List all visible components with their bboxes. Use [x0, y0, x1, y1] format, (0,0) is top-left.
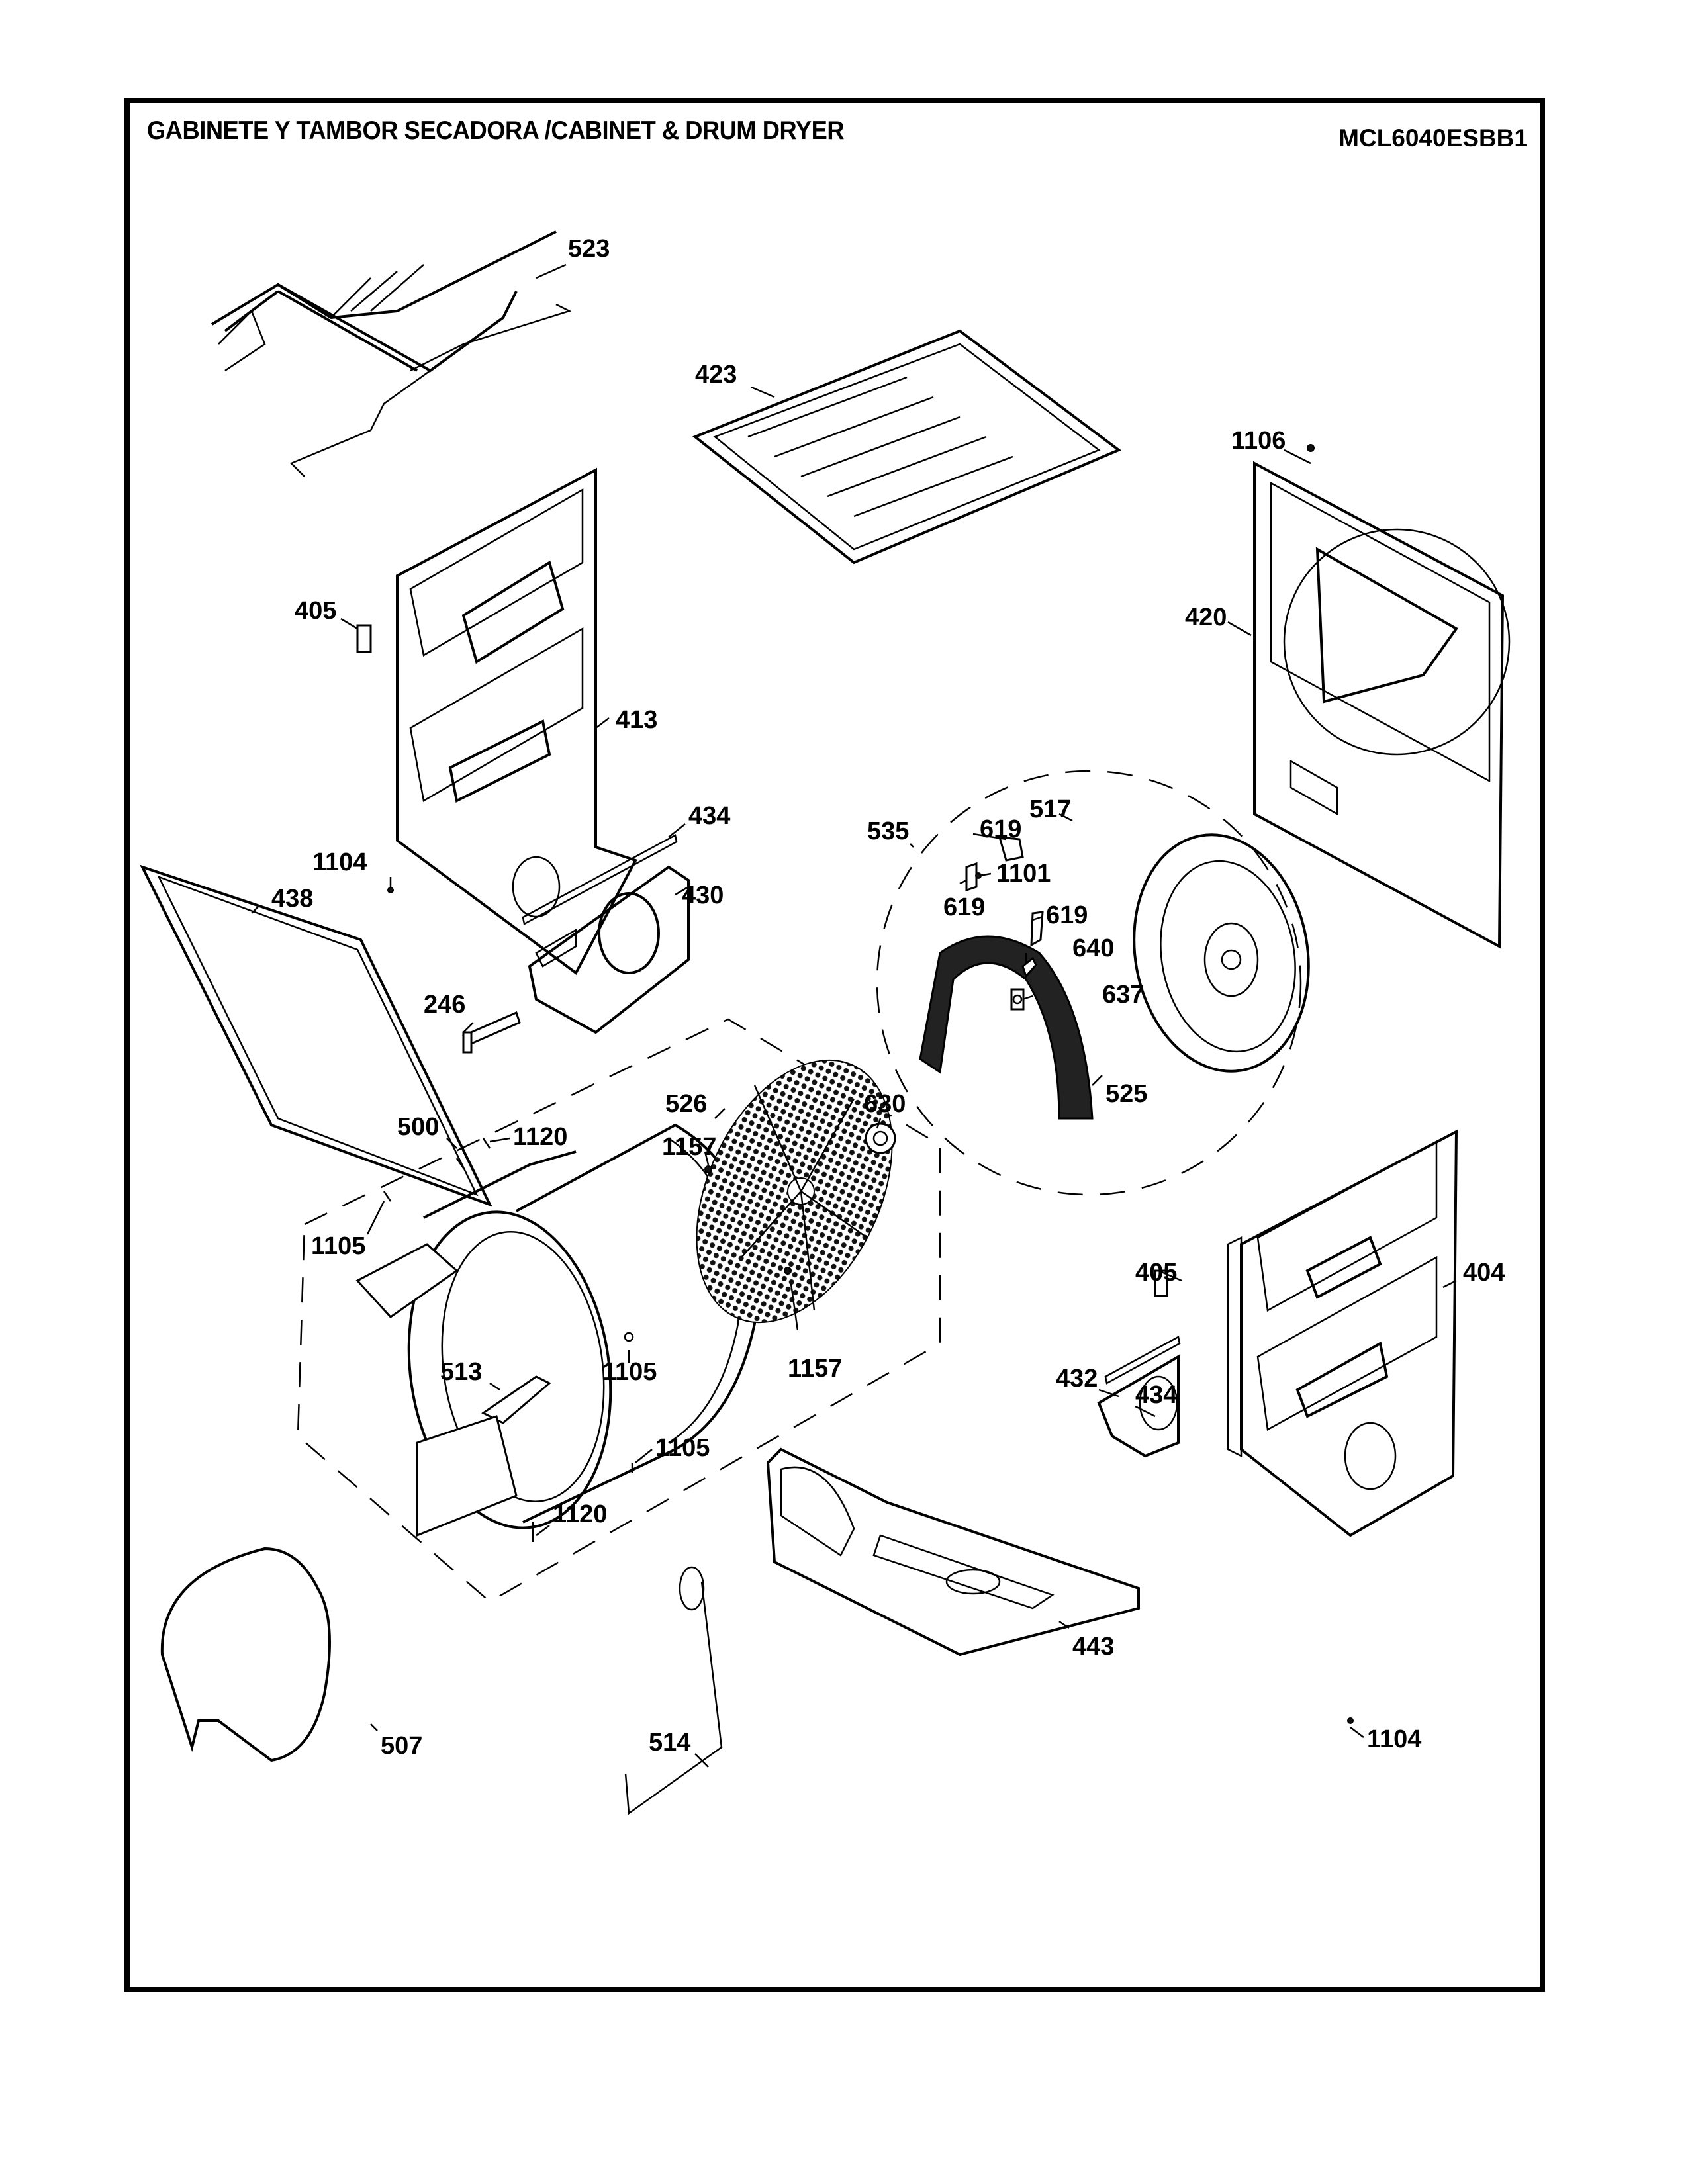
part-535-heater-assembly-boundary [876, 770, 1302, 1196]
callout-500: 500 [397, 1113, 439, 1141]
callout-413: 413 [616, 706, 657, 734]
part-500-drum-assembly-boundary [297, 1018, 941, 1603]
callout-1157-bottom: 1157 [788, 1355, 842, 1383]
part-1105-screw-mid[interactable] [624, 1332, 634, 1342]
callout-517: 517 [1029, 796, 1071, 823]
callout-1104-left: 1104 [312, 848, 367, 876]
callout-637: 637 [1102, 981, 1144, 1009]
part-507-drum-seal[interactable] [160, 1547, 331, 1762]
part-1104-screw-left[interactable] [387, 887, 394, 893]
part-1104-screw-right[interactable] [1347, 1717, 1354, 1724]
part-619-bracket-a[interactable] [998, 836, 1024, 862]
callout-630: 630 [864, 1090, 906, 1118]
callout-1120-top: 1120 [513, 1123, 567, 1151]
part-513-baffle[interactable] [481, 1375, 551, 1424]
callout-514: 514 [649, 1729, 690, 1756]
callout-438: 438 [271, 885, 313, 913]
part-514-drive-belt[interactable] [624, 1566, 723, 1815]
part-434-left-strip[interactable] [522, 834, 678, 925]
part-246-bracket[interactable] [462, 1011, 521, 1054]
part-430-bulkhead[interactable] [528, 865, 690, 1034]
part-405-left-clip[interactable] [356, 624, 372, 653]
part-baffle-bottom[interactable] [416, 1415, 518, 1537]
callout-1105-left: 1105 [311, 1232, 365, 1260]
diagram-title: GABINETE Y TAMBOR SECADORA /CABINET & DR… [147, 116, 845, 145]
callout-619-b: 619 [943, 893, 985, 921]
part-405-right-clip[interactable] [1154, 1269, 1168, 1297]
part-413-left-side-panel[interactable] [396, 467, 637, 975]
callout-513: 513 [440, 1358, 482, 1386]
callout-1120-bottom: 1120 [553, 1500, 607, 1528]
callout-405-right: 405 [1135, 1259, 1177, 1287]
part-434-right-strip[interactable] [1104, 1336, 1181, 1385]
part-1105-screw-left[interactable] [383, 1191, 392, 1202]
callout-420: 420 [1185, 604, 1227, 631]
callout-526: 526 [665, 1090, 707, 1118]
hardware-screws [383, 444, 1354, 1724]
callout-1105-mid: 1105 [602, 1358, 657, 1386]
callout-1105-bottom: 1105 [655, 1434, 710, 1462]
part-423-top-panel[interactable] [692, 329, 1121, 565]
callout-1157-top: 1157 [662, 1133, 716, 1161]
part-1157-screw-bottom[interactable] [784, 1267, 792, 1275]
part-523-wire-harness[interactable] [211, 230, 572, 477]
callout-1101: 1101 [996, 860, 1051, 887]
callout-507: 507 [381, 1732, 422, 1760]
callout-640: 640 [1072, 934, 1114, 962]
part-630-bearing[interactable] [865, 1122, 896, 1154]
diagram-frame [124, 98, 1545, 1992]
callout-430: 430 [682, 882, 724, 909]
part-432-right-bulkhead[interactable] [1097, 1354, 1180, 1458]
leader-lines [251, 263, 1457, 1768]
callout-404: 404 [1463, 1259, 1505, 1287]
callout-246: 246 [424, 991, 465, 1019]
part-637-thermostat[interactable] [1010, 988, 1025, 1011]
callout-423: 423 [695, 361, 737, 388]
part-1120-screw-top[interactable] [482, 1138, 491, 1149]
part-420-rear-panel[interactable] [1253, 461, 1511, 949]
part-526-rear-drum-mesh[interactable] [657, 1029, 931, 1354]
part-438-panel[interactable] [140, 864, 492, 1207]
part-404-right-side-panel[interactable] [1227, 1129, 1458, 1537]
callout-535: 535 [867, 817, 909, 845]
callout-523: 523 [568, 235, 610, 263]
part-443-base[interactable] [766, 1447, 1140, 1657]
model-number: MCL6040ESBB1 [1338, 124, 1528, 152]
part-640-bracket[interactable] [1021, 956, 1037, 978]
callout-525: 525 [1105, 1080, 1147, 1108]
part-517-rear-drum-support[interactable] [1116, 821, 1327, 1085]
callout-1104-right: 1104 [1367, 1725, 1421, 1753]
callout-619-a: 619 [980, 815, 1021, 843]
callout-1106: 1106 [1231, 427, 1286, 455]
part-619-bracket-b[interactable] [965, 862, 978, 892]
callout-434-right: 434 [1135, 1381, 1177, 1409]
part-525-heater-element[interactable] [919, 935, 1094, 1120]
part-1157-screw-top[interactable] [704, 1165, 712, 1173]
part-1120-screw-mid[interactable] [455, 1158, 465, 1169]
part-1106-screw[interactable] [1307, 444, 1315, 452]
part-baffle-top[interactable] [355, 1243, 459, 1318]
callout-619-c: 619 [1046, 901, 1088, 929]
callout-405-left: 405 [295, 597, 336, 625]
callout-434-left: 434 [688, 802, 730, 830]
callout-432: 432 [1056, 1365, 1098, 1392]
callout-443: 443 [1072, 1633, 1114, 1661]
